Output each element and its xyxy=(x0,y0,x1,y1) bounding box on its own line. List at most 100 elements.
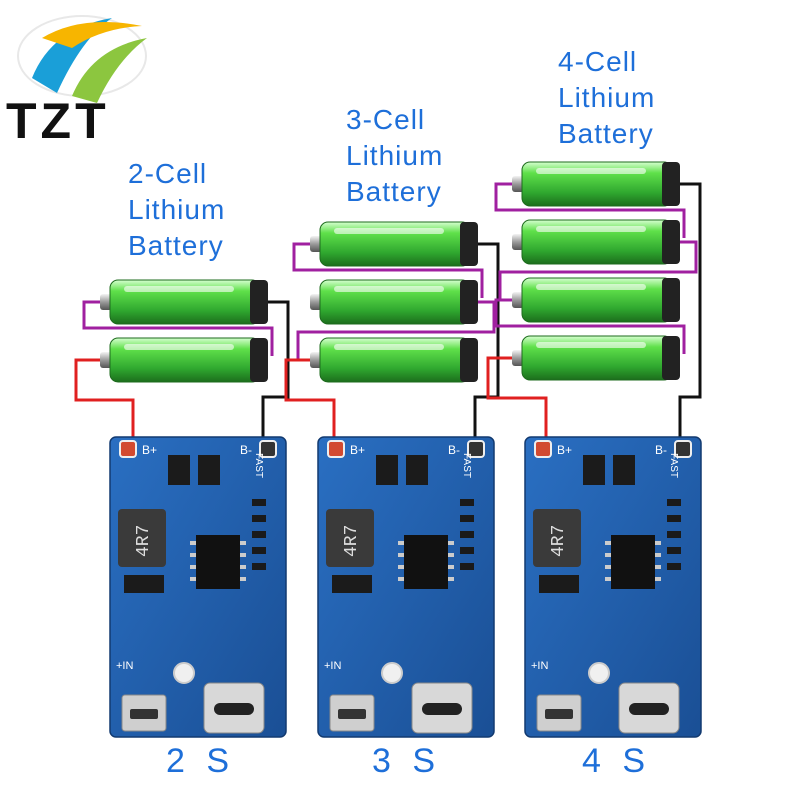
battery-cap xyxy=(662,220,680,264)
resistor xyxy=(667,547,681,554)
resistor xyxy=(667,499,681,506)
fast-label: FAST xyxy=(253,453,264,478)
b-minus-label: B- xyxy=(240,443,252,457)
resistor xyxy=(667,515,681,522)
panel-2-title-line2: Lithium xyxy=(346,140,444,171)
diode xyxy=(168,455,190,485)
diode xyxy=(198,455,220,485)
resistor xyxy=(252,515,266,522)
ic-pin xyxy=(398,577,404,581)
series-wire xyxy=(494,182,686,238)
b-plus-label: B+ xyxy=(557,443,572,457)
battery-cell xyxy=(310,221,478,267)
battery-shine xyxy=(536,284,646,290)
positive-wire xyxy=(284,358,336,445)
battery-cap xyxy=(460,338,478,382)
ic-pin xyxy=(190,577,196,581)
ic-pin xyxy=(655,565,661,569)
battery-terminal xyxy=(512,176,524,192)
micro-usb-opening xyxy=(545,709,573,719)
ic-pin xyxy=(448,541,454,545)
battery-cell xyxy=(310,279,478,325)
ic-pin xyxy=(398,553,404,557)
ic-pin xyxy=(240,541,246,545)
ic-pin xyxy=(190,541,196,545)
b-minus-pad xyxy=(467,440,485,458)
panel-1-title: 2-Cell Lithium Battery xyxy=(128,156,225,264)
ic-pin xyxy=(190,565,196,569)
battery-shine xyxy=(124,286,234,292)
battery-cell xyxy=(512,161,680,207)
ic-pin xyxy=(448,553,454,557)
diode xyxy=(124,575,164,593)
micro-usb-opening xyxy=(338,709,366,719)
ic-pin xyxy=(655,577,661,581)
diode xyxy=(539,575,579,593)
ic-pin xyxy=(240,565,246,569)
battery-terminal xyxy=(310,294,322,310)
micro-usb-opening xyxy=(130,709,158,719)
battery-shine xyxy=(334,344,444,350)
fast-label: FAST xyxy=(461,453,472,478)
controller-ic xyxy=(404,535,448,589)
resistor xyxy=(252,547,266,554)
series-wire xyxy=(292,242,484,298)
battery-cell xyxy=(512,335,680,381)
tzt-swoosh-logo-icon xyxy=(17,15,147,103)
battery-cap xyxy=(250,338,268,382)
resistor xyxy=(252,563,266,570)
battery-cap xyxy=(662,278,680,322)
series-wire xyxy=(82,300,274,356)
diode xyxy=(332,575,372,593)
battery-terminal xyxy=(310,352,322,368)
panel-3-title: 4-Cell Lithium Battery xyxy=(558,44,655,152)
inductor xyxy=(533,509,581,567)
resistor xyxy=(460,531,474,538)
mounting-hole xyxy=(588,662,610,684)
battery-cap xyxy=(460,222,478,266)
resistor xyxy=(460,499,474,506)
b-plus-pad xyxy=(119,440,137,458)
inductor xyxy=(118,509,166,567)
b-minus-pad xyxy=(674,440,692,458)
inductor-label: 4R7 xyxy=(549,525,569,557)
in-label: +IN xyxy=(116,660,133,672)
usb-c-opening xyxy=(422,703,462,715)
resistor xyxy=(460,547,474,554)
panel-2-title: 3-Cell Lithium Battery xyxy=(346,102,443,210)
resistor xyxy=(667,563,681,570)
in-label: +IN xyxy=(531,660,548,672)
fast-label: FAST xyxy=(668,453,679,478)
panel-1-title-line3: Battery xyxy=(128,230,224,261)
panel-1-series-label: 2 S xyxy=(166,742,236,780)
negative-wire xyxy=(473,242,500,445)
resistor xyxy=(667,531,681,538)
resistor xyxy=(252,499,266,506)
ic-pin xyxy=(605,541,611,545)
battery-terminal xyxy=(512,234,524,250)
diode xyxy=(583,455,605,485)
ic-pin xyxy=(240,553,246,557)
battery-shine xyxy=(536,226,646,232)
negative-wire xyxy=(678,182,702,445)
battery-shine xyxy=(334,286,444,292)
battery-terminal xyxy=(310,236,322,252)
brand-name: TZT xyxy=(6,93,110,149)
inductor xyxy=(326,509,374,567)
b-minus-pad xyxy=(259,440,277,458)
b-plus-label: B+ xyxy=(350,443,365,457)
panel-3-title-line3: Battery xyxy=(558,118,654,149)
usb-c-opening xyxy=(214,703,254,715)
panel-2-series-label: 3 S xyxy=(372,742,442,780)
ic-pin xyxy=(398,565,404,569)
battery-terminal xyxy=(100,352,112,368)
ic-pin xyxy=(398,541,404,545)
diode xyxy=(406,455,428,485)
battery-cell xyxy=(100,279,268,325)
panel-1-title-line1: 2-Cell xyxy=(128,158,208,189)
